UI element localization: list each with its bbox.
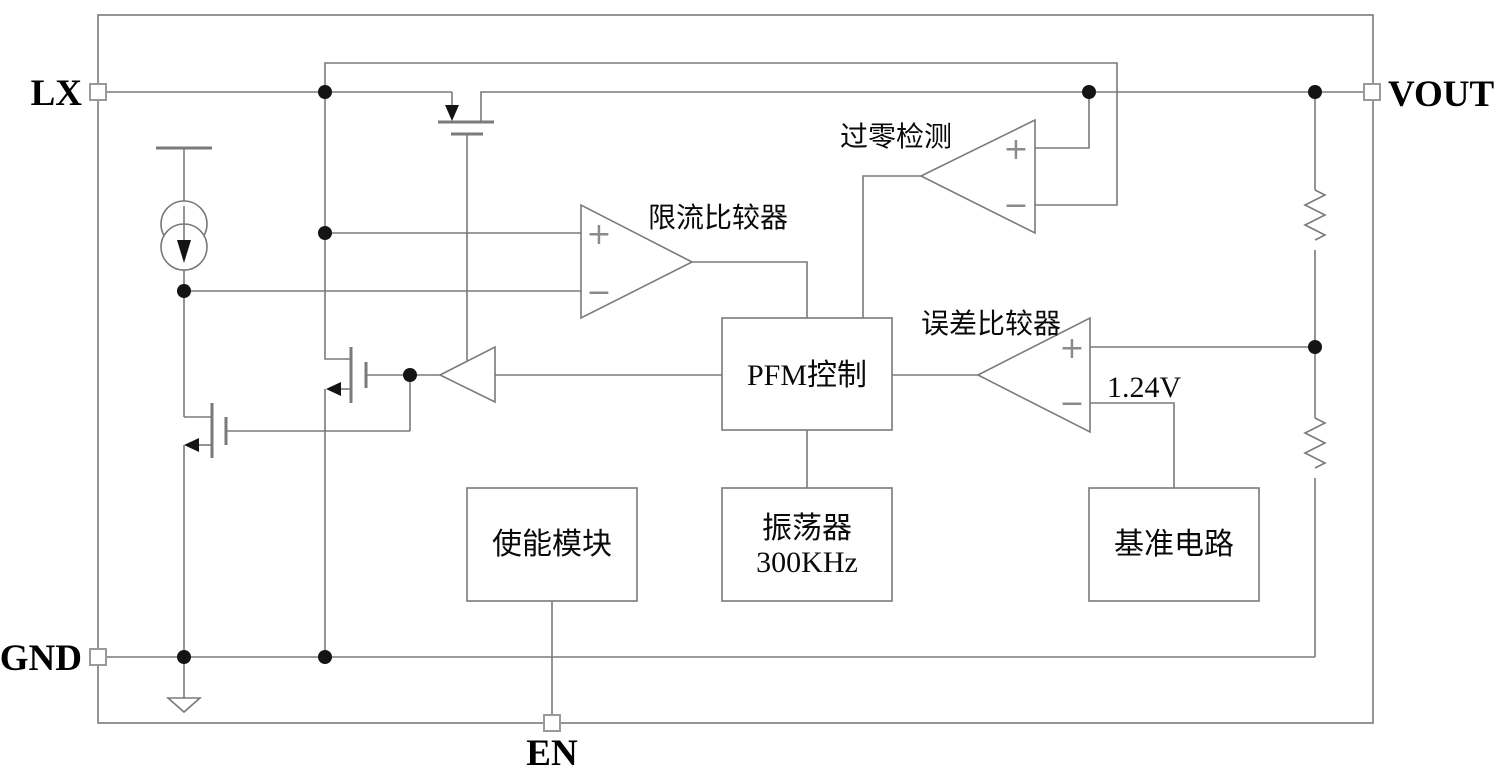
vout-pin-label: VOUT — [1388, 74, 1494, 115]
error-minus-sign: − — [1059, 386, 1084, 421]
error-comparator-icon — [976, 316, 1091, 434]
gnd-pin — [89, 648, 107, 666]
junction-dot — [318, 226, 332, 240]
vout-pin — [1363, 83, 1381, 101]
oscillator-frequency-label: 300KHz — [756, 546, 858, 579]
error-comparator-label: 误差比较器 — [921, 308, 1061, 340]
en-pin-label: EN — [526, 733, 578, 774]
zero-cross-minus-sign: − — [1003, 188, 1028, 223]
zero-cross-output-wire — [862, 175, 921, 318]
pfm-control-block — [721, 317, 893, 431]
reference-block — [1088, 487, 1260, 602]
enable-block-label: 使能模块 — [492, 528, 612, 561]
zero-cross-plus-sign: + — [1003, 132, 1028, 167]
error-plus-sign: + — [1059, 331, 1084, 366]
error-minus-wire — [1090, 402, 1175, 488]
chip-boundary — [97, 14, 1374, 724]
junction-dot — [318, 650, 332, 664]
enable-block — [466, 487, 638, 602]
reference-block-label: 基准电路 — [1114, 528, 1234, 561]
lx-pin-label: LX — [31, 73, 83, 114]
nmos-arrow-icon — [184, 438, 199, 452]
limit-comparator-icon — [580, 203, 694, 320]
current-source-arrow-icon — [177, 240, 191, 263]
zero-cross-label: 过零检测 — [840, 121, 952, 153]
oscillator-block — [721, 487, 893, 602]
junction-dot — [177, 650, 191, 664]
zero-cross-plus-wire — [1035, 92, 1090, 149]
limit-plus-sign: + — [586, 217, 611, 252]
junction-dot — [318, 85, 332, 99]
sense-bus-upper — [324, 92, 351, 360]
ground-symbol-icon — [165, 697, 203, 714]
feedback-resistor-bottom-icon — [1303, 417, 1327, 469]
vout-wire — [480, 91, 1364, 122]
junction-dot — [403, 368, 417, 382]
zero-cross-minus-wire — [324, 62, 1118, 206]
oscillator-label: 振荡器 — [762, 512, 852, 545]
junction-dot — [177, 284, 191, 298]
feedback-resistor-top-icon — [1303, 189, 1327, 241]
sense-nmos-arrow-icon — [326, 382, 341, 396]
pfm-control-label: PFM控制 — [747, 359, 867, 392]
limit-comparator-label: 限流比较器 — [648, 202, 788, 234]
lx-pin — [89, 83, 107, 101]
pmos-arrow-icon — [445, 105, 459, 121]
gnd-pin-label: GND — [0, 638, 82, 679]
vref-label: 1.24V — [1107, 371, 1182, 404]
limit-minus-sign: − — [586, 275, 611, 310]
zero-cross-comparator-icon — [919, 118, 1036, 235]
junction-dot — [1308, 340, 1322, 354]
junction-dot — [1082, 85, 1096, 99]
junction-dot — [1308, 85, 1322, 99]
en-pin — [543, 714, 561, 732]
limit-output-wire — [692, 261, 808, 318]
